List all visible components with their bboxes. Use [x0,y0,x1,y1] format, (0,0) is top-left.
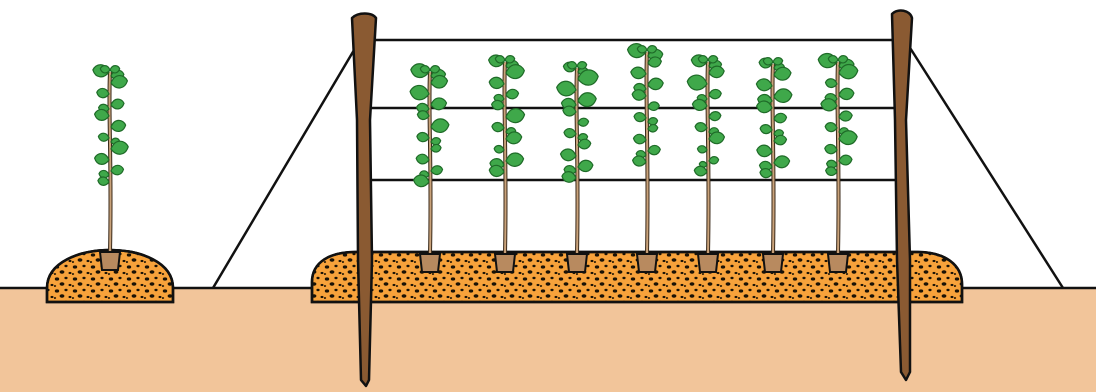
ground [0,288,1096,392]
sky-background [0,0,1096,288]
